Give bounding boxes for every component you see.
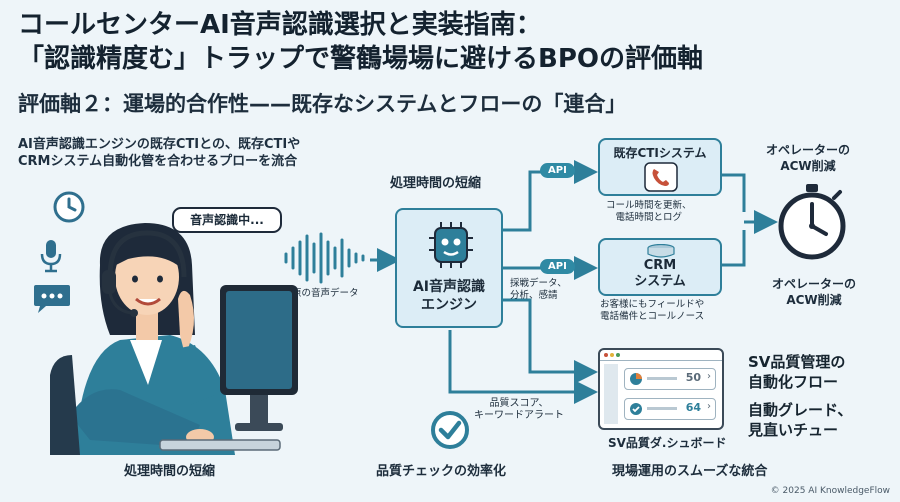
cti-note-line-1: コール時間を更新、 [606, 200, 692, 211]
intro-text: AI音声認識エンジンの既存CTIとの、既存CTIや CRMシステム自動化管を合わ… [18, 136, 300, 170]
sv-subtitle-line-2: 見直いチュー [748, 421, 839, 439]
arrow-cti-to-acw [722, 173, 746, 212]
title-line-1: コールセンターAI音声認識選択と実装指南： [18, 10, 542, 40]
dashboard-value-1: 50 [685, 371, 701, 384]
arrow-engine-to-cti [502, 160, 598, 232]
check-circle-icon [431, 411, 469, 449]
api-badge-crm: API [540, 259, 575, 274]
wave-label: 原の音声データ [292, 288, 359, 299]
dashboard-label: SV品質ダ.シュボード [608, 436, 727, 450]
cti-note-line-2: 電話時間とログ [615, 212, 683, 223]
api-badge-cti: API [540, 163, 575, 178]
bottom-right-label: 現場運用のスムーズな統合 [612, 464, 768, 479]
window-dot-yellow [610, 353, 614, 357]
dashboard-card-2: 64 › [624, 398, 716, 420]
cti-system-box: 既存CTIシステム [598, 138, 722, 196]
microphone-icon [40, 240, 62, 273]
arrow-engine-to-dashboard-bottom [448, 330, 598, 404]
acw-top-line-2: ACW削減 [780, 159, 836, 173]
sv-title-line-2: 自動化フロー [748, 373, 839, 391]
chevron-right-icon: › [707, 371, 711, 382]
arrow-crm-to-acw [722, 230, 746, 267]
quality-input-line-1: 品質スコア、 [489, 398, 549, 409]
engine-label: AI音声認識 エンジン [397, 278, 501, 314]
check-badge-icon [630, 403, 642, 415]
dashboard-value-2: 64 [685, 401, 701, 414]
chevron-right-icon: › [707, 401, 711, 412]
crm-note-line-1: お客様にもフィールドや [600, 299, 705, 310]
arrow-engine-to-dashboard-top [502, 298, 598, 384]
acw-top-line-1: オペレーターの [766, 143, 851, 157]
sound-wave-icon [284, 232, 365, 284]
crm-title-line-2: システム [634, 274, 686, 289]
crm-input-text: 採戦データ、 分析、感請 [510, 278, 567, 302]
quality-input-line-2: キーワードアラート [474, 410, 564, 421]
quality-input-text: 品質スコア、 キーワードアラート [474, 398, 564, 422]
dashboard-window: 50 › 64 › [598, 348, 724, 430]
phone-icon [644, 162, 678, 192]
engine-line-1: AI音声認識 [412, 279, 486, 295]
dashboard-titlebar [600, 350, 722, 361]
stopwatch-icon [778, 184, 846, 260]
top-label: 処理時間の短縮 [390, 176, 482, 191]
copyright: © 2025 AI KnowledgeFlow [770, 486, 890, 496]
speech-bubble-text: 音声認識中... [190, 213, 264, 227]
bottom-mid-label: 品質チェックの効率化 [376, 464, 507, 479]
intro-line-2: CRMシステム自動化管を合わせるプローを流合 [18, 154, 298, 169]
dashboard-sidebar [604, 364, 618, 424]
card-2-bar [647, 407, 677, 410]
ai-engine-box: AI音声認識 エンジン [395, 208, 503, 328]
engine-line-2: エンジン [421, 297, 477, 313]
cti-note: コール時間を更新、 電話時間とログ [606, 200, 692, 224]
subtitle: 評価軸２：運場的合作性——既存なシステムとフローの「連合」 [18, 92, 627, 116]
window-dot-red [604, 353, 608, 357]
crm-note-line-2: 電話備件とコールノース [600, 311, 705, 322]
window-dot-green [616, 353, 620, 357]
database-icon [647, 244, 675, 258]
intro-line-1: AI音声認識エンジンの既存CTIとの、既存CTIや [18, 137, 301, 152]
crm-title: CRM システム [600, 258, 720, 290]
robot-chip-icon [429, 222, 473, 268]
acw-bottom-line-1: オペレーターの [772, 277, 857, 291]
crm-system-box: CRM システム [598, 238, 722, 296]
sv-title-line-1: SV品質管理の [748, 353, 846, 371]
clock-icon [53, 191, 85, 223]
pie-chart-icon [630, 373, 642, 385]
sv-subtitle: 自動グレード、 見直いチュー [748, 400, 852, 440]
speech-bubble: 音声認識中... [172, 207, 282, 233]
acw-bottom-line-2: ACW削減 [786, 293, 842, 307]
crm-input-line-2: 分析、感請 [510, 290, 558, 301]
acw-top-label: オペレーターの ACW削減 [766, 142, 850, 174]
operator-illustration [50, 223, 298, 455]
dashboard-card-1: 50 › [624, 368, 716, 390]
sv-title: SV品質管理の 自動化フロー [748, 352, 845, 392]
chat-bubble-icon [34, 285, 70, 313]
sv-subtitle-line-1: 自動グレード、 [748, 401, 853, 419]
bottom-left-label: 処理時間の短縮 [124, 464, 216, 479]
crm-title-line-1: CRM [643, 258, 677, 273]
crm-input-line-1: 採戦データ、 [510, 278, 567, 289]
card-1-bar [647, 377, 677, 380]
crm-note: お客様にもフィールドや 電話備件とコールノース [600, 299, 704, 323]
title-line-2: 「認識精度む」トラップで警鶴場場に避けるBPOの評価軸 [18, 44, 703, 74]
cti-title: 既存CTIシステム [613, 146, 707, 160]
acw-bottom-label: オペレーターの ACW削減 [772, 276, 856, 308]
